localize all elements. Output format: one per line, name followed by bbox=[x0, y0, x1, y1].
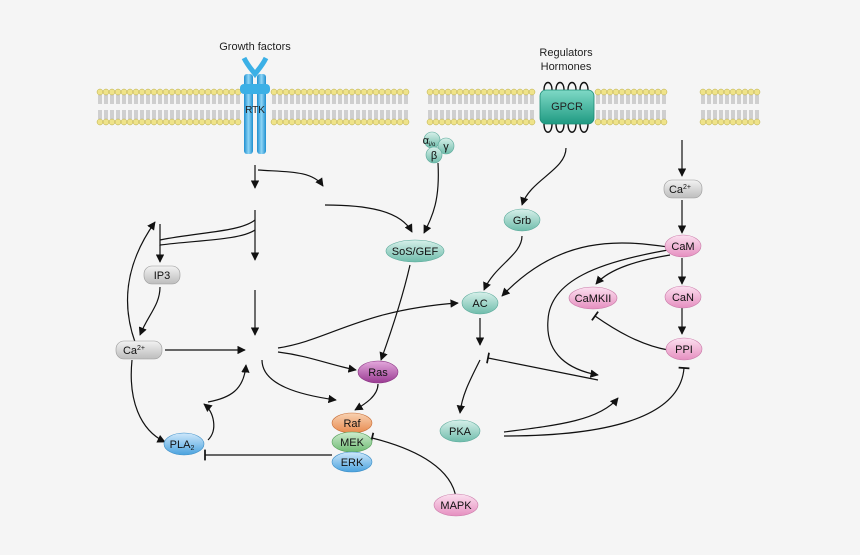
cell-membrane-left bbox=[96, 88, 410, 126]
raf-label: Raf bbox=[343, 418, 361, 430]
edge-cam-camkii bbox=[595, 254, 671, 285]
node-camkii[interactable]: CaMKII bbox=[568, 286, 618, 310]
ca-right-label: Ca2+ bbox=[669, 184, 691, 196]
node-pka[interactable]: PKA bbox=[439, 419, 481, 443]
g-alpha-label: αi/o bbox=[423, 135, 436, 148]
node-mek[interactable]: MEK bbox=[331, 431, 373, 453]
edge-ca-up bbox=[126, 221, 156, 343]
node-ca-right[interactable]: Ca2+ bbox=[663, 179, 703, 199]
edge-pka-inhibits-ppi bbox=[503, 366, 690, 437]
node-cam[interactable]: CaM bbox=[664, 234, 702, 258]
edge-hub-ras bbox=[277, 351, 357, 373]
ppi-label: PPI bbox=[675, 344, 693, 356]
edge-hub-raf bbox=[261, 359, 337, 404]
edge-pka-up bbox=[503, 397, 619, 433]
edge-mapk-inhibits-mek bbox=[369, 432, 457, 499]
rtk-receptor: RTK bbox=[240, 56, 270, 154]
edge-ras-raf bbox=[354, 383, 379, 411]
edge-sos-ras bbox=[379, 264, 411, 361]
edge-to-hub bbox=[207, 364, 250, 403]
grb-label: Grb bbox=[513, 215, 531, 227]
cell-membrane-right bbox=[699, 88, 761, 126]
mapk-label: MAPK bbox=[440, 500, 472, 512]
edge-inhibit-ac-path bbox=[486, 352, 599, 381]
edge-grb-ac bbox=[483, 235, 523, 291]
ras-label: Ras bbox=[368, 367, 388, 379]
mek-label: MEK bbox=[340, 437, 365, 449]
edge-pla2-up bbox=[203, 403, 215, 441]
ca-left-label: Ca2+ bbox=[123, 345, 145, 357]
edge-gprotein-sosgef bbox=[423, 162, 439, 234]
node-pla2[interactable]: PLA2 bbox=[163, 432, 205, 456]
hormones-label: Hormones bbox=[541, 61, 592, 73]
growth-factors-label: Growth factors bbox=[219, 41, 291, 53]
erk-label: ERK bbox=[341, 457, 364, 469]
node-sos-gef[interactable]: SoS/GEF bbox=[385, 239, 445, 263]
pka-label: PKA bbox=[449, 426, 472, 438]
node-can[interactable]: CaN bbox=[664, 285, 702, 309]
cell-membrane-middle bbox=[426, 88, 668, 126]
edge-rtk-right bbox=[257, 169, 324, 187]
cam-label: CaM bbox=[671, 241, 694, 253]
g-protein-trimer: αi/o γ β bbox=[423, 131, 455, 164]
gpcr-label: GPCR bbox=[551, 101, 583, 113]
pathway-edges bbox=[126, 140, 690, 499]
edge-branch bbox=[159, 224, 256, 246]
edge-ca-pla2 bbox=[130, 359, 166, 443]
edge-ip3-ca bbox=[138, 286, 161, 336]
edge-cam-ac bbox=[501, 242, 669, 297]
node-ppi[interactable]: PPI bbox=[665, 337, 703, 361]
node-grb[interactable]: Grb bbox=[503, 208, 541, 232]
edge-gpcr-grb bbox=[520, 147, 567, 206]
node-ac[interactable]: AC bbox=[461, 291, 499, 315]
edge-branch-2 bbox=[159, 219, 256, 241]
node-raf[interactable]: Raf bbox=[331, 412, 373, 434]
ac-label: AC bbox=[472, 298, 487, 310]
edge-hub-ac bbox=[277, 299, 459, 349]
node-ip3[interactable]: IP3 bbox=[143, 265, 181, 285]
rtk-label: RTK bbox=[245, 105, 265, 116]
edge-to-pka bbox=[456, 359, 481, 414]
can-label: CaN bbox=[672, 292, 694, 304]
edge-to-sosgef bbox=[324, 204, 413, 233]
edge-cam-ppi-loop bbox=[547, 249, 669, 378]
gpcr-receptor: GPCR bbox=[539, 81, 595, 133]
g-gamma-label: γ bbox=[443, 141, 449, 153]
sos-gef-label: SoS/GEF bbox=[392, 246, 439, 258]
g-beta-label: β bbox=[431, 150, 437, 162]
node-mapk[interactable]: MAPK bbox=[433, 493, 479, 517]
edge-ppi-inhibits-camkii bbox=[591, 311, 669, 351]
node-erk[interactable]: ERK bbox=[331, 451, 373, 473]
pla2-label: PLA2 bbox=[170, 439, 195, 452]
camkii-label: CaMKII bbox=[575, 293, 612, 305]
node-ca-left[interactable]: Ca2+ bbox=[115, 340, 163, 360]
node-ras[interactable]: Ras bbox=[357, 360, 399, 384]
regulators-label: Regulators bbox=[539, 47, 593, 59]
ip3-label: IP3 bbox=[154, 270, 171, 282]
